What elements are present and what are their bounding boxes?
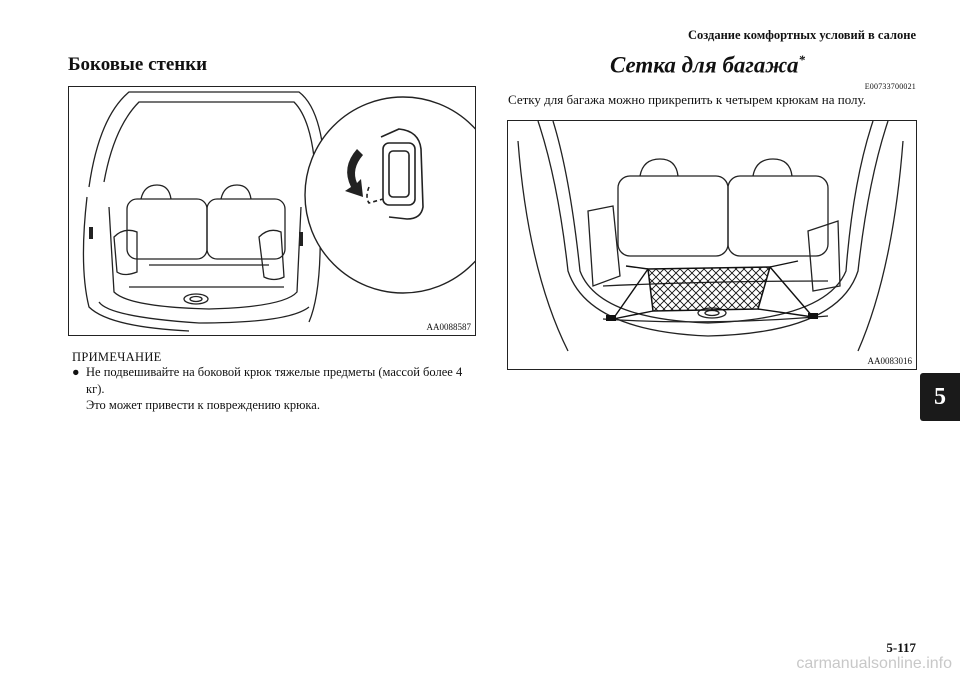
figure-luggage-net: AA0083016 [507, 120, 917, 370]
note-item: ● Не подвешивайте на боковой крюк тяжелы… [72, 364, 472, 398]
chapter-tab: 5 [920, 373, 960, 421]
right-figure-code: AA0083016 [867, 356, 913, 366]
left-figure-code: AA0088587 [426, 322, 472, 332]
page-number: 5-117 [886, 640, 916, 655]
luggage-net-illustration [517, 121, 904, 352]
right-section-title: Сетка для багажа* [610, 52, 805, 79]
note-item-text: Не подвешивайте на боковой крюк тяжелые … [86, 365, 463, 396]
intro-text: Сетку для багажа можно прикрепить к четы… [508, 92, 866, 107]
left-section-title: Боковые стенки [68, 54, 208, 75]
section-header: Создание комфортных условий в салоне [687, 28, 916, 42]
note-subtext: Это может привести к повреждению крюка. [86, 398, 320, 412]
cargo-hook-illustration [82, 91, 475, 332]
figure-side-walls: AA0088587 [68, 86, 476, 336]
bullet-icon: ● [72, 365, 80, 379]
note-heading: ПРИМЕЧАНИЕ [72, 350, 162, 364]
section-code: E00733700021 [864, 82, 916, 91]
watermark: carmanualsonline.info [796, 655, 952, 672]
right-title-text: Сетка для багажа [610, 52, 799, 78]
title-asterisk: * [798, 52, 806, 67]
